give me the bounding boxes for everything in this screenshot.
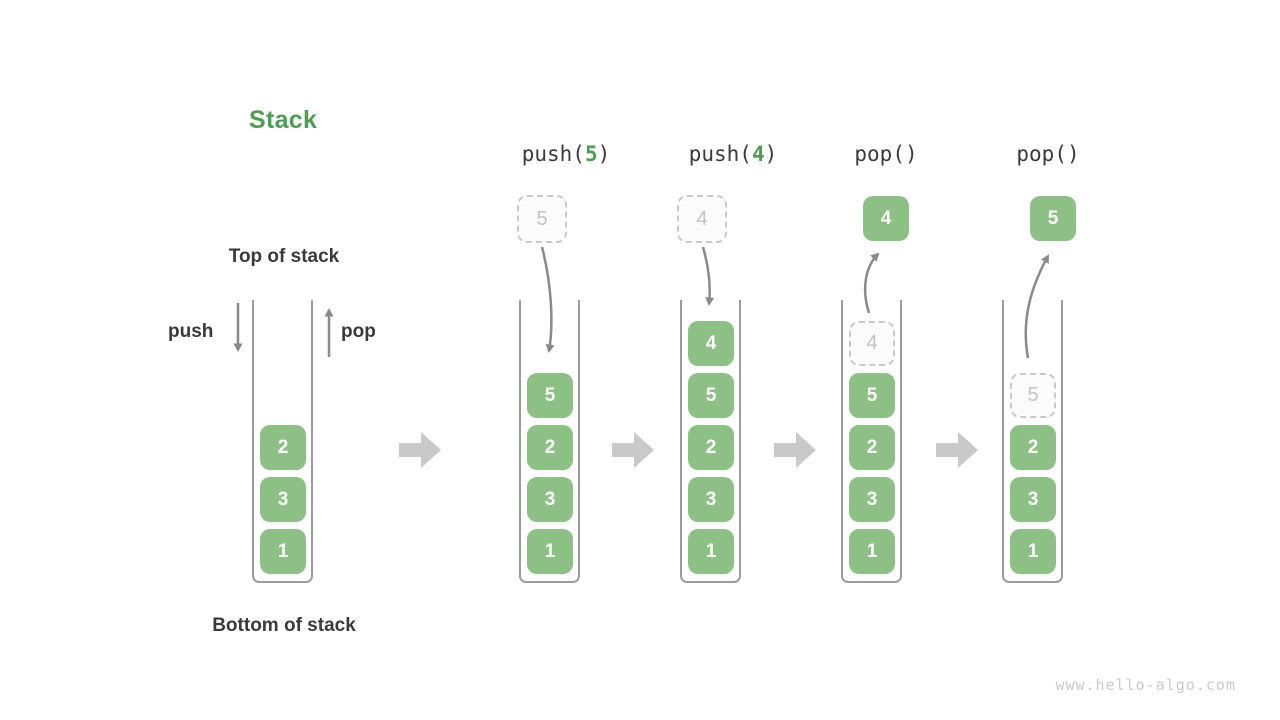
stack-cell: 1	[1010, 529, 1056, 574]
watermark: www.hello-algo.com	[1055, 676, 1236, 694]
operation-label-pop-2: pop()	[1016, 142, 1079, 166]
op-text: pop()	[854, 142, 918, 166]
stack-cell: 1	[688, 529, 734, 574]
op-text: push(	[688, 142, 752, 166]
op-arg: 4	[751, 142, 765, 166]
stack-cell: 3	[527, 477, 573, 522]
stage-arrow-icon	[936, 432, 978, 468]
stage-arrow-icon	[399, 432, 441, 468]
bottom-of-stack-label: Bottom of stack	[212, 615, 356, 636]
stack-cell: 5	[849, 373, 895, 418]
stack-cell: 1	[849, 529, 895, 574]
stack-cell: 2	[527, 425, 573, 470]
op-suffix: )	[764, 142, 778, 166]
top-of-stack-label: Top of stack	[228, 246, 340, 267]
stack-cell: 3	[260, 477, 306, 522]
op-text: push(	[521, 142, 585, 166]
op-text: pop()	[1016, 142, 1080, 166]
stack-cell: 5	[527, 373, 573, 418]
incoming-value-box: 5	[517, 195, 567, 243]
stack-cell: 5	[688, 373, 734, 418]
stack-cell: 3	[1010, 477, 1056, 522]
stack-cell: 2	[1010, 425, 1056, 470]
stack-cell: 3	[849, 477, 895, 522]
push-label: push	[168, 321, 214, 342]
stack-cell: 2	[688, 425, 734, 470]
incoming-value-box: 4	[677, 195, 727, 243]
popped-value-box: 5	[1030, 196, 1076, 241]
stack-cell: 2	[260, 425, 306, 470]
popped-value-box: 4	[863, 196, 909, 241]
ghost-cell: 4	[849, 321, 895, 366]
op-arg: 5	[584, 142, 598, 166]
operation-label-push5: push(5)	[522, 142, 611, 166]
stack-cell: 1	[527, 529, 573, 574]
stack-cell: 1	[260, 529, 306, 574]
diagram-title: Stack	[249, 106, 318, 134]
pop-label: pop	[341, 321, 376, 342]
stack-cell: 3	[688, 477, 734, 522]
stage-arrow-icon	[774, 432, 816, 468]
stack-cell: 2	[849, 425, 895, 470]
operation-label-pop-1: pop()	[854, 142, 917, 166]
push4-flow-arrow	[701, 246, 715, 306]
op-suffix: )	[597, 142, 611, 166]
stack-cell: 4	[688, 321, 734, 366]
operation-label-push4: push(4)	[689, 142, 778, 166]
stage-arrow-icon	[612, 432, 654, 468]
ghost-cell: 5	[1010, 373, 1056, 418]
